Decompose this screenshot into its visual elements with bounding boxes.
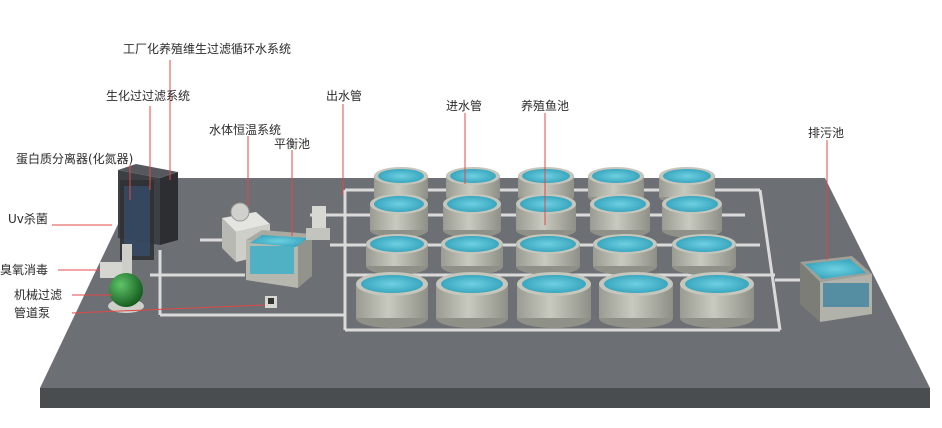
label-pump: 管道泵: [14, 306, 51, 320]
label-fish-tanks: 养殖鱼池: [521, 99, 570, 113]
pipeline-pump: [265, 296, 277, 308]
label-water-temp: 水体恒温系统: [209, 123, 282, 137]
label-inlet-pipe: 进水管: [446, 99, 483, 113]
fish-tank-grid: [356, 167, 754, 328]
label-balance-tank: 平衡池: [274, 137, 311, 151]
biofilter-tower: [120, 180, 154, 260]
leader-lines: [52, 60, 828, 314]
label-ozone: 臭氧消毒: [0, 263, 49, 277]
uv-sterilizer: [100, 244, 132, 278]
label-sewage-tank: 排污池: [808, 126, 845, 140]
sewage-tank: [800, 256, 872, 322]
platform-side: [40, 388, 930, 408]
label-outlet-pipe: 出水管: [326, 89, 363, 103]
balance-tank: [246, 230, 312, 288]
label-protein-skimmer: 蛋白质分离器(化氮器): [16, 152, 134, 166]
label-mech-filter: 机械过滤: [14, 288, 63, 302]
label-factory-system: 工厂化养殖维生过滤循环水系统: [123, 42, 292, 56]
label-biofilter: 生化过过滤系统: [106, 89, 191, 103]
label-uv: Uv杀菌: [8, 212, 48, 226]
aux-device: [306, 206, 330, 240]
mechanical-filter: [108, 273, 144, 313]
